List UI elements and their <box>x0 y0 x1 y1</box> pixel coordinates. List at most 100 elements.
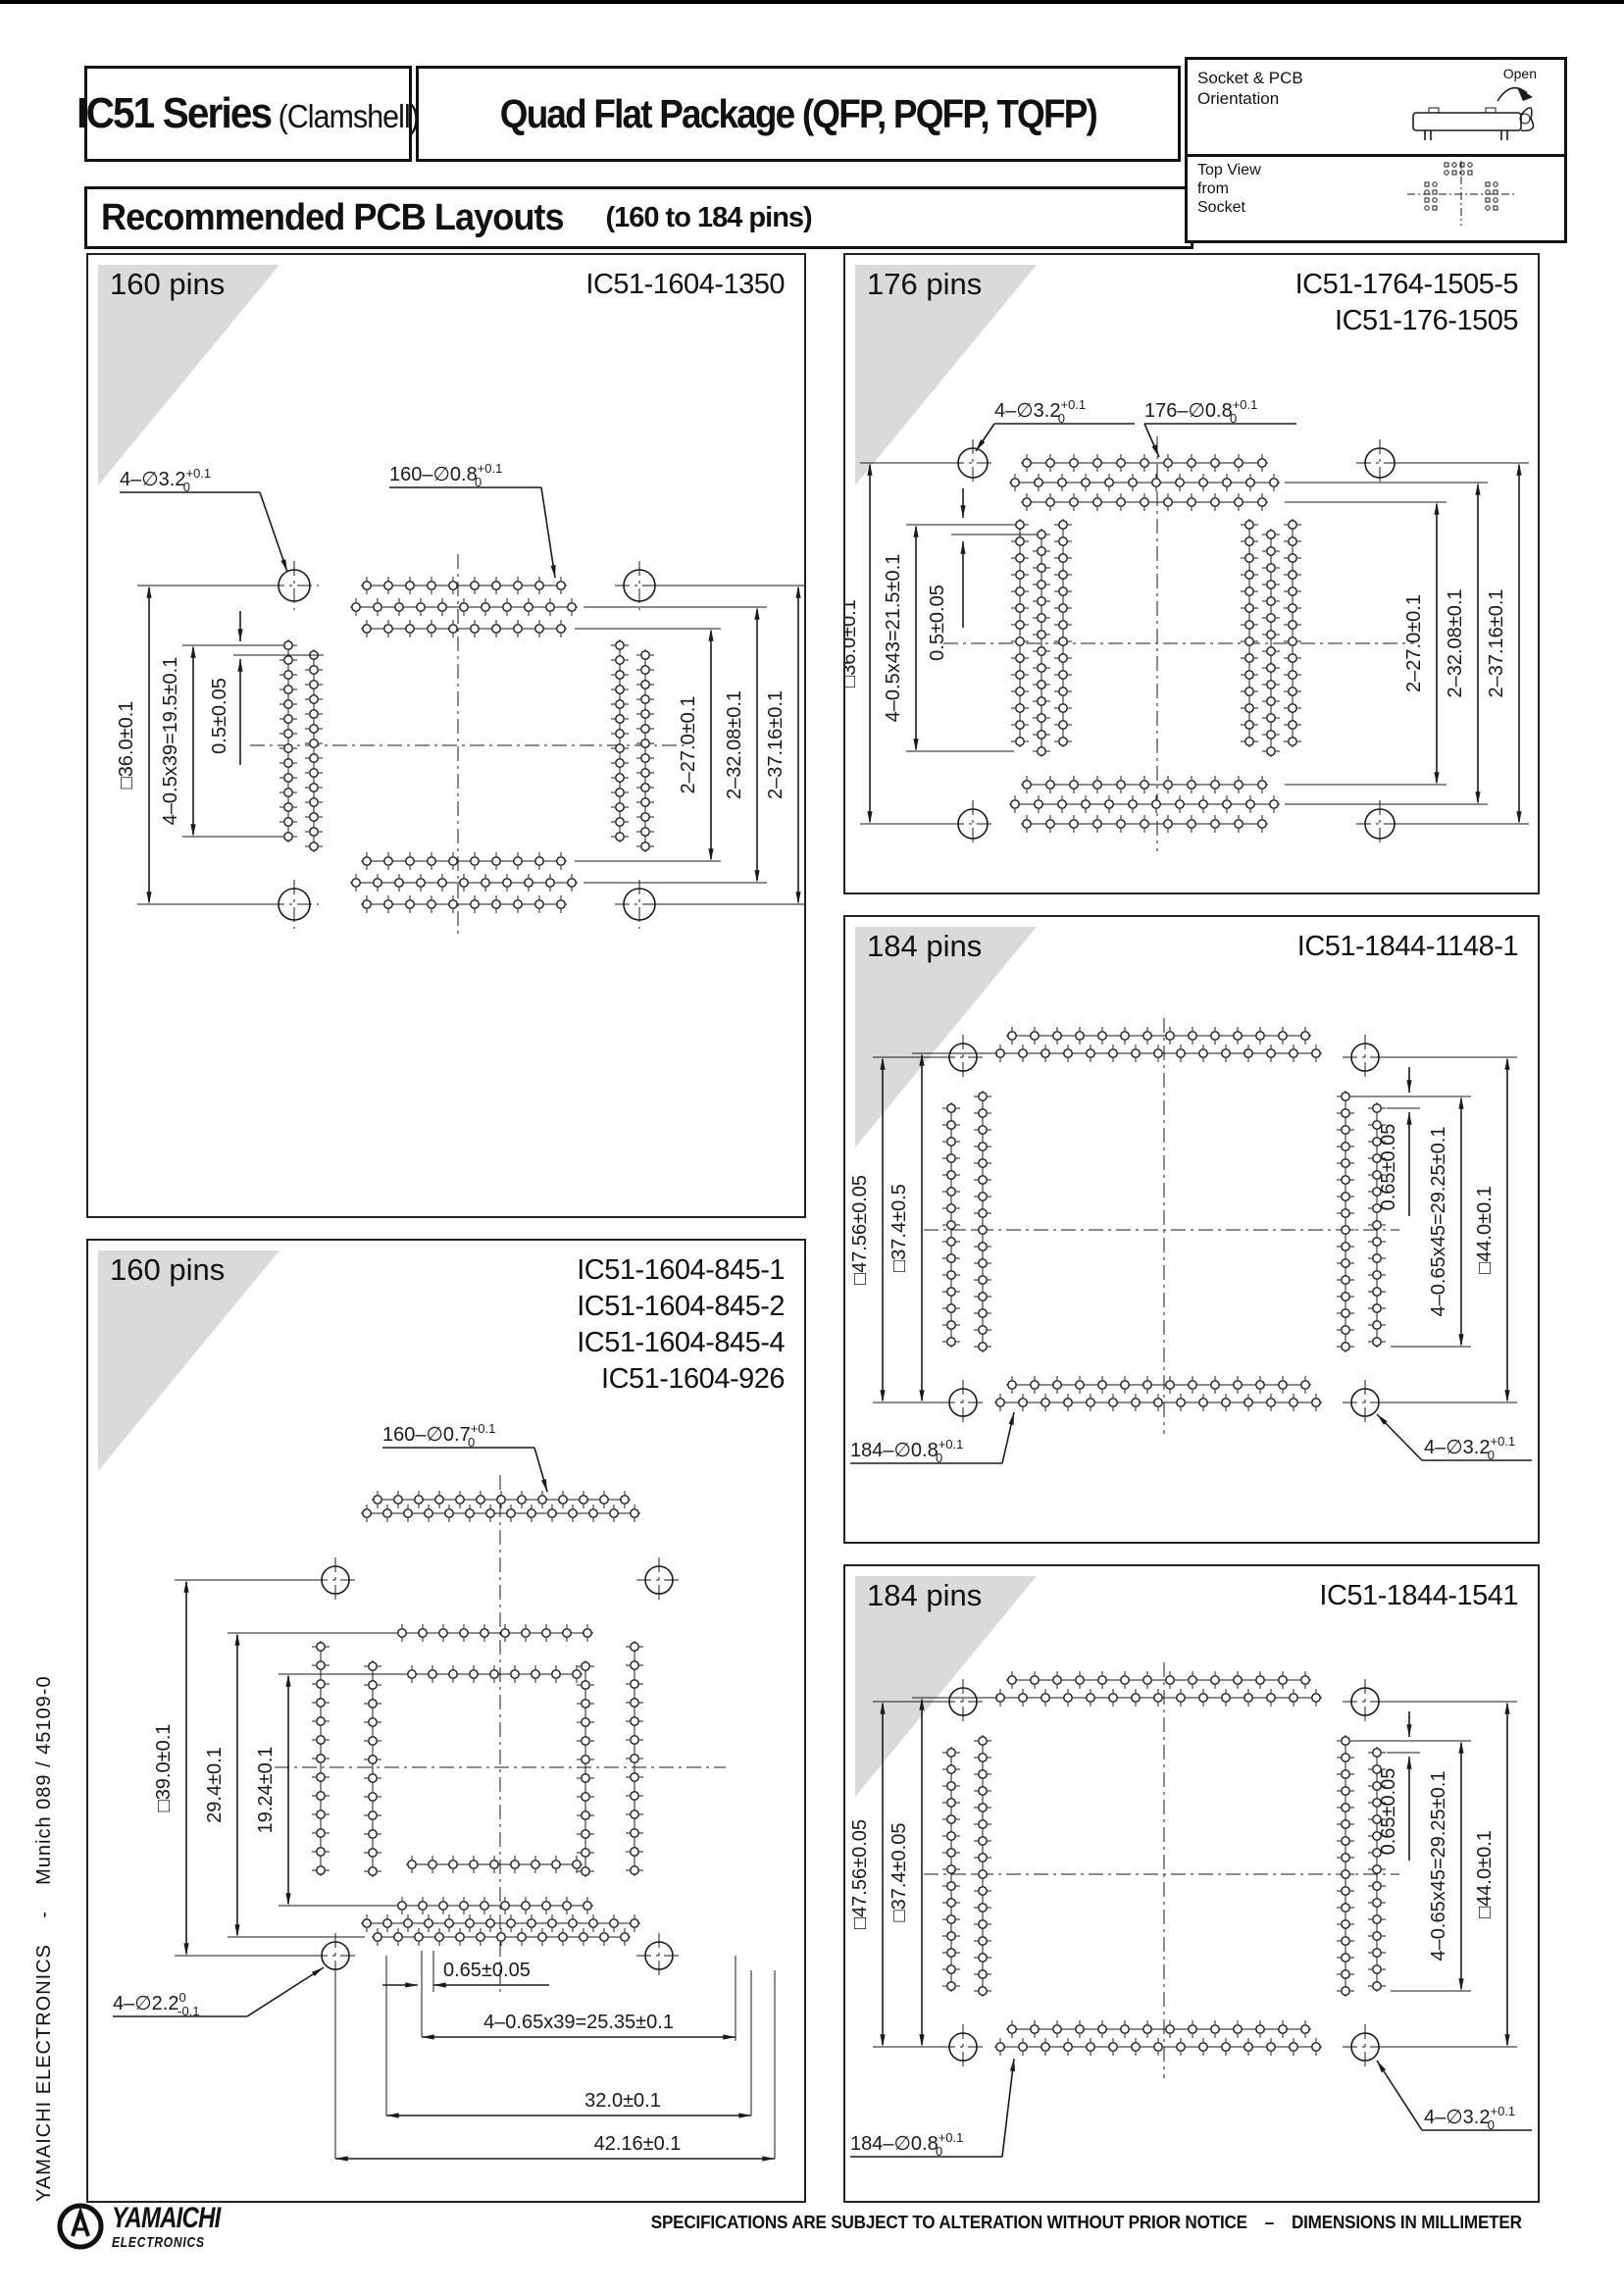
prim-ch <box>1356 439 1403 486</box>
prim-prv <box>577 1660 594 1877</box>
top-view-pin-pattern <box>1407 161 1515 226</box>
prim-prv <box>611 639 629 842</box>
prim-arr <box>960 488 966 518</box>
panel-184-pins-1541: 184 pins IC51-1844-1541 □47.56±0.05□37.4… <box>843 1564 1540 2203</box>
prim-prh <box>406 1665 583 1683</box>
svg-text:4–0.65x45=29.25±0.1: 4–0.65x45=29.25±0.1 <box>1428 1771 1449 1962</box>
package-title: Quad Flat Package (QFP, PQFP, TQFP) <box>499 90 1098 136</box>
prim-ch <box>1343 1380 1388 1425</box>
pins-count-label: 184 pins <box>867 929 983 963</box>
svg-text:0.65±0.05: 0.65±0.05 <box>1378 1124 1399 1211</box>
svg-text:0.5±0.05: 0.5±0.05 <box>209 678 230 754</box>
prim-prv <box>1011 519 1029 747</box>
prim-prv <box>312 1641 330 1876</box>
pins-count-label: 176 pins <box>867 267 983 301</box>
prim-prv <box>1337 1091 1354 1352</box>
layout-subtitle-bar: Recommended PCB Layouts (160 to 184 pins… <box>84 186 1193 249</box>
prim-prh <box>361 895 567 913</box>
series-title: IC51 Series(Clamshell) <box>76 89 421 137</box>
prim-ch <box>1356 800 1403 847</box>
prim-prh <box>396 1624 593 1642</box>
prim-dimv: 4–0.5x43=21.5±0.1 <box>883 525 919 751</box>
svg-text:4–0.65x45=29.25±0.1: 4–0.65x45=29.25±0.1 <box>1428 1127 1449 1317</box>
prim-prh <box>994 1045 1322 1062</box>
prim-prv <box>974 1735 991 1997</box>
svg-text:□47.56±0.05: □47.56±0.05 <box>849 1819 871 1929</box>
svg-text:160–∅0.8+0.10: 160–∅0.8+0.10 <box>389 461 502 489</box>
footer-note: SPECIFICATIONS ARE SUBJECT TO ALTERATION… <box>651 2213 1522 2233</box>
svg-text:4–∅3.2+0.10: 4–∅3.2+0.10 <box>994 397 1086 426</box>
prim-dimv: □44.0±0.1 <box>1474 1057 1510 1402</box>
svg-text:42.16±0.1: 42.16±0.1 <box>594 2133 682 2155</box>
top-rule <box>0 0 1624 4</box>
pcb-layout-drawing: □47.56±0.05□37.4±0.5 4–0.65x45=29.25±0.1 □… <box>849 1018 1532 1465</box>
prim-prh <box>994 1689 1322 1707</box>
prim-prh <box>406 1856 583 1873</box>
prim-prh <box>361 852 567 870</box>
svg-text:□37.4±0.05: □37.4±0.05 <box>888 1823 910 1922</box>
prim-arr <box>237 659 243 765</box>
prim-prv <box>1054 519 1072 747</box>
prim-dimv: 4–0.65x45=29.25±0.1 <box>1428 1096 1464 1347</box>
corner-triangle <box>855 265 1037 485</box>
prim-prv <box>1262 529 1280 757</box>
prim-dimv: □44.0±0.1 <box>1474 1702 1510 2047</box>
svg-text:32.0±0.1: 32.0±0.1 <box>584 2090 661 2112</box>
prim-ch <box>636 1557 682 1603</box>
prim-dimv: □47.56±0.05 <box>849 1057 886 1402</box>
prim-ch <box>1343 2024 1388 2069</box>
svg-text:0.65±0.05: 0.65±0.05 <box>443 1960 531 1981</box>
prim-prv <box>974 1091 991 1352</box>
svg-text:□37.4±0.5: □37.4±0.5 <box>888 1184 910 1272</box>
svg-text:□44.0±0.1: □44.0±0.1 <box>1474 1830 1496 1918</box>
prim-ch <box>1343 1679 1388 1724</box>
prim-txt: 0.65±0.05 <box>1378 1124 1399 1211</box>
svg-text:0.65±0.05: 0.65±0.05 <box>1378 1768 1399 1856</box>
prim-prv <box>942 1102 960 1348</box>
prim-prh <box>1021 815 1268 833</box>
prim-dimv: 2–27.0±0.1 <box>1403 502 1440 785</box>
series-subtitle: (Clamshell) <box>279 98 420 134</box>
part-number: IC51-176-1505 <box>1335 305 1518 336</box>
prim-ch <box>270 880 319 929</box>
prim-dimv: □36.0±0.1 <box>116 586 152 904</box>
prim-prh <box>1006 1027 1311 1045</box>
svg-text:□44.0±0.1: □44.0±0.1 <box>1474 1186 1496 1274</box>
part-number: IC51-1604-845-2 <box>577 1291 785 1322</box>
prim-dimv: 29.4±0.1 <box>204 1633 240 1937</box>
prim-ch <box>940 1679 986 1724</box>
layout-title: Recommended PCB Layouts <box>101 196 565 238</box>
prim-dimh: 0.65±0.05 <box>433 1960 549 1988</box>
svg-text:4–∅3.2+0.10: 4–∅3.2+0.10 <box>1424 2104 1515 2132</box>
prim-prh <box>361 1914 640 1932</box>
prim-prh <box>994 1394 1322 1411</box>
footer-units-text: DIMENSIONS IN MILLIMETER <box>1292 2213 1522 2232</box>
sidebar-company-text: YAMAICHI ELECTRONICS - Munich 089 / 4510… <box>33 1675 55 2202</box>
svg-text:□36.0±0.1: □36.0±0.1 <box>845 599 860 688</box>
prim-dimv: 19.24±0.1 <box>255 1674 291 1906</box>
prim-prh <box>361 620 567 637</box>
prim-arr <box>237 611 243 641</box>
prim-ch <box>615 880 664 929</box>
yamaichi-logo-mark <box>57 2203 104 2250</box>
prim-dimv: □37.4±0.05 <box>888 1698 925 2047</box>
pins-count-label: 160 pins <box>110 267 226 301</box>
prim-prh <box>1009 474 1280 491</box>
svg-text:2–37.16±0.1: 2–37.16±0.1 <box>1486 588 1507 697</box>
prim-ch <box>636 1933 682 1978</box>
svg-text:160–∅0.7+0.10: 160–∅0.7+0.10 <box>382 1421 495 1450</box>
part-number: IC51-1844-1148-1 <box>1296 931 1519 962</box>
svg-text:184–∅0.8+0.10: 184–∅0.8+0.10 <box>850 1437 963 1465</box>
corner-triangle <box>855 927 1037 1147</box>
